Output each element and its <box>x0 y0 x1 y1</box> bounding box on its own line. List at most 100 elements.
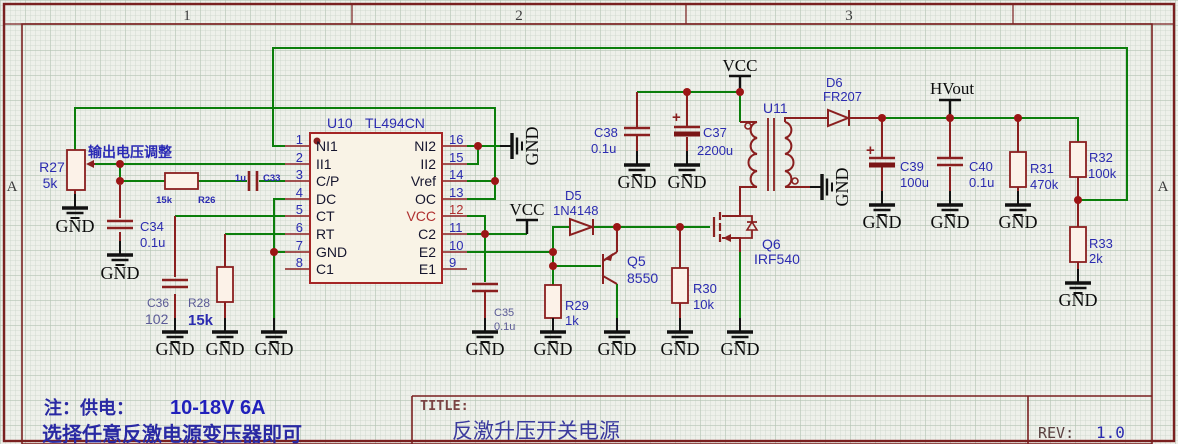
c33-val: 1u <box>235 173 246 184</box>
transistor-q5[interactable]: Q5 8550 <box>602 251 658 286</box>
c40-ref: C40 <box>969 159 993 174</box>
note-supply-rating: 10-18V 6A <box>170 397 266 419</box>
zone-2: 2 <box>515 8 523 24</box>
pin-name-E2: E2 <box>419 244 436 260</box>
junction-dots <box>116 88 1082 270</box>
wiper-arrow-icon <box>86 160 94 168</box>
c38-val: 0.1u <box>591 141 616 156</box>
pin-num-14: 14 <box>449 167 463 182</box>
note-prefix: 注：供电： <box>44 397 134 418</box>
gnd-label-rotated: GND <box>522 127 542 166</box>
ic-body[interactable] <box>309 132 443 284</box>
zone-3: 3 <box>845 8 853 24</box>
pin1-marker <box>313 137 321 145</box>
pin-num-7: 7 <box>296 238 303 253</box>
pin-name-VCC: VCC <box>406 208 436 224</box>
c37-val: 2200u <box>697 143 733 158</box>
gnd-label: GND <box>668 172 707 192</box>
vcc-bar-icon <box>516 218 538 234</box>
row-label-right: A <box>1158 179 1169 195</box>
r31-val: 470k <box>1030 177 1059 192</box>
gnd-label: GND <box>863 212 902 232</box>
r31-ref: R31 <box>1030 161 1054 176</box>
pin-num-11: 11 <box>449 220 463 235</box>
c40-val: 0.1u <box>969 175 994 190</box>
q5-val: 8550 <box>627 270 658 286</box>
sheet-title: 反激升压开关电源 <box>452 419 620 443</box>
c39-ref: C39 <box>900 159 924 174</box>
q5-ref: Q5 <box>627 253 646 269</box>
pin-num-4: 4 <box>296 185 303 200</box>
pin-num-1: 1 <box>296 132 303 147</box>
c39-val: 100u <box>900 175 929 190</box>
r30-val: 10k <box>693 297 714 312</box>
gnd-label: GND <box>255 339 294 359</box>
pnp-arrow-icon <box>604 253 613 261</box>
pin-num-10: 10 <box>449 238 463 253</box>
rev-label: REV: <box>1038 424 1074 442</box>
gnd-label: GND <box>618 172 657 192</box>
c38-ref: C38 <box>594 125 618 140</box>
resistor-r26[interactable]: 15k R26 <box>156 172 215 206</box>
c34-ref: C34 <box>140 219 164 234</box>
u10-part: TL494CN <box>365 115 425 131</box>
capacitor-c39[interactable]: + C39 100u <box>866 142 929 190</box>
mosfet-q6[interactable]: Q6 IRF540 <box>712 212 800 267</box>
resistor-r31[interactable]: R31 470k <box>1009 151 1059 192</box>
pin-name-E1: E1 <box>419 261 436 277</box>
capacitor-c34[interactable]: C34 0.1u <box>107 219 165 250</box>
diode-d5[interactable]: D5 1N4148 <box>553 188 599 237</box>
zone-1: 1 <box>183 8 191 24</box>
capacitor-c33[interactable]: 1u C33 <box>235 171 281 191</box>
gnd-label: GND <box>1059 290 1098 310</box>
capacitor-c37[interactable]: + C37 2200u <box>672 109 733 158</box>
pin-name-C2: C2 <box>418 226 436 242</box>
pin-name-CP: C/P <box>316 173 339 189</box>
r27-ref: R27 <box>39 159 65 175</box>
title-block: TITLE: 反激升压开关电源 REV: 1.0 <box>411 395 1152 444</box>
pin-num-15: 15 <box>449 150 463 165</box>
r26-ref: R26 <box>198 195 215 206</box>
pin-name-Vref: Vref <box>411 173 436 189</box>
c37-ref: C37 <box>703 125 727 140</box>
gnd-label: GND <box>598 339 637 359</box>
capacitor-c35[interactable]: C35 0.1u <box>472 282 515 333</box>
row-label-left: A <box>7 179 18 195</box>
r32-ref: R32 <box>1089 150 1113 165</box>
c34-val: 0.1u <box>140 235 165 250</box>
pin-num-5: 5 <box>296 202 303 217</box>
c37-plus: + <box>672 109 681 126</box>
potentiometer-r27[interactable]: R27 5k <box>39 149 94 191</box>
capacitor-c36[interactable]: C36 102 <box>145 278 188 327</box>
pin-num-9: 9 <box>449 255 456 270</box>
ic-u10[interactable]: U10 TL494CN 1 2 3 4 5 6 7 8 NI1 II1 C/P … <box>285 115 467 284</box>
rev-value: 1.0 <box>1096 423 1125 442</box>
resistor-r29[interactable]: R29 1k <box>544 284 589 328</box>
pin-name-RT: RT <box>316 226 335 242</box>
q6-val: IRF540 <box>754 251 800 267</box>
capacitor-c40[interactable]: C40 0.1u <box>937 156 994 190</box>
pin-num-16: 16 <box>449 132 463 147</box>
r32-val: 100k <box>1088 166 1117 181</box>
transformer-u11[interactable]: U11 <box>744 100 799 191</box>
diode-d6[interactable]: D6 FR207 <box>823 75 862 128</box>
r30-ref: R30 <box>693 281 717 296</box>
pin-name-II2: II2 <box>420 156 436 172</box>
r33-val: 2k <box>1089 251 1103 266</box>
resistor-r28[interactable]: R28 15k <box>188 266 234 329</box>
gnd-label: GND <box>999 212 1038 232</box>
q6-ref: Q6 <box>762 236 781 252</box>
c35-val: 0.1u <box>494 321 515 333</box>
r29-val: 1k <box>565 313 579 328</box>
vcc-label-top: VCC <box>723 56 758 75</box>
c36-ref: C36 <box>147 296 169 310</box>
pin-num-6: 6 <box>296 220 303 235</box>
resistor-r32[interactable]: R32 100k <box>1069 141 1117 181</box>
polarity-dot-primary <box>744 122 752 130</box>
pin-name-DC: DC <box>316 191 336 207</box>
resistor-r30[interactable]: R30 10k <box>671 267 717 312</box>
capacitor-c38[interactable]: C38 0.1u <box>591 125 650 156</box>
pin-num-8: 8 <box>296 255 303 270</box>
resistor-r33[interactable]: R33 2k <box>1069 226 1113 266</box>
